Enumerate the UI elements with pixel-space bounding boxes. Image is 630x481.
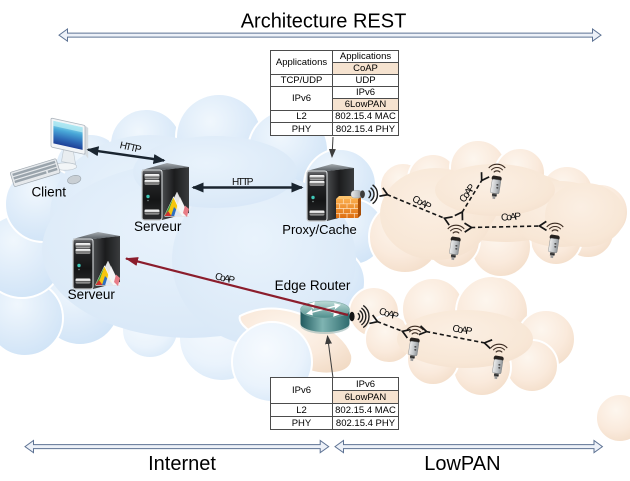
svg-text:Proxy/Cache: Proxy/Cache: [282, 222, 356, 237]
svg-text:CoAP: CoAP: [501, 211, 522, 223]
svg-text:HTTP: HTTP: [232, 177, 254, 188]
svg-text:CoAP: CoAP: [214, 271, 236, 286]
svg-text:Serveur: Serveur: [134, 219, 182, 234]
svg-text:Edge Router: Edge Router: [275, 278, 351, 293]
svg-text:CoAP: CoAP: [452, 323, 474, 337]
svg-text:Client: Client: [31, 185, 66, 200]
svg-text:Serveur: Serveur: [68, 287, 116, 302]
svg-text:Architecture REST: Architecture REST: [241, 11, 407, 33]
svg-text:LowPAN: LowPAN: [424, 453, 500, 475]
svg-text:Internet: Internet: [148, 453, 216, 475]
svg-text:HTTP: HTTP: [119, 140, 143, 156]
